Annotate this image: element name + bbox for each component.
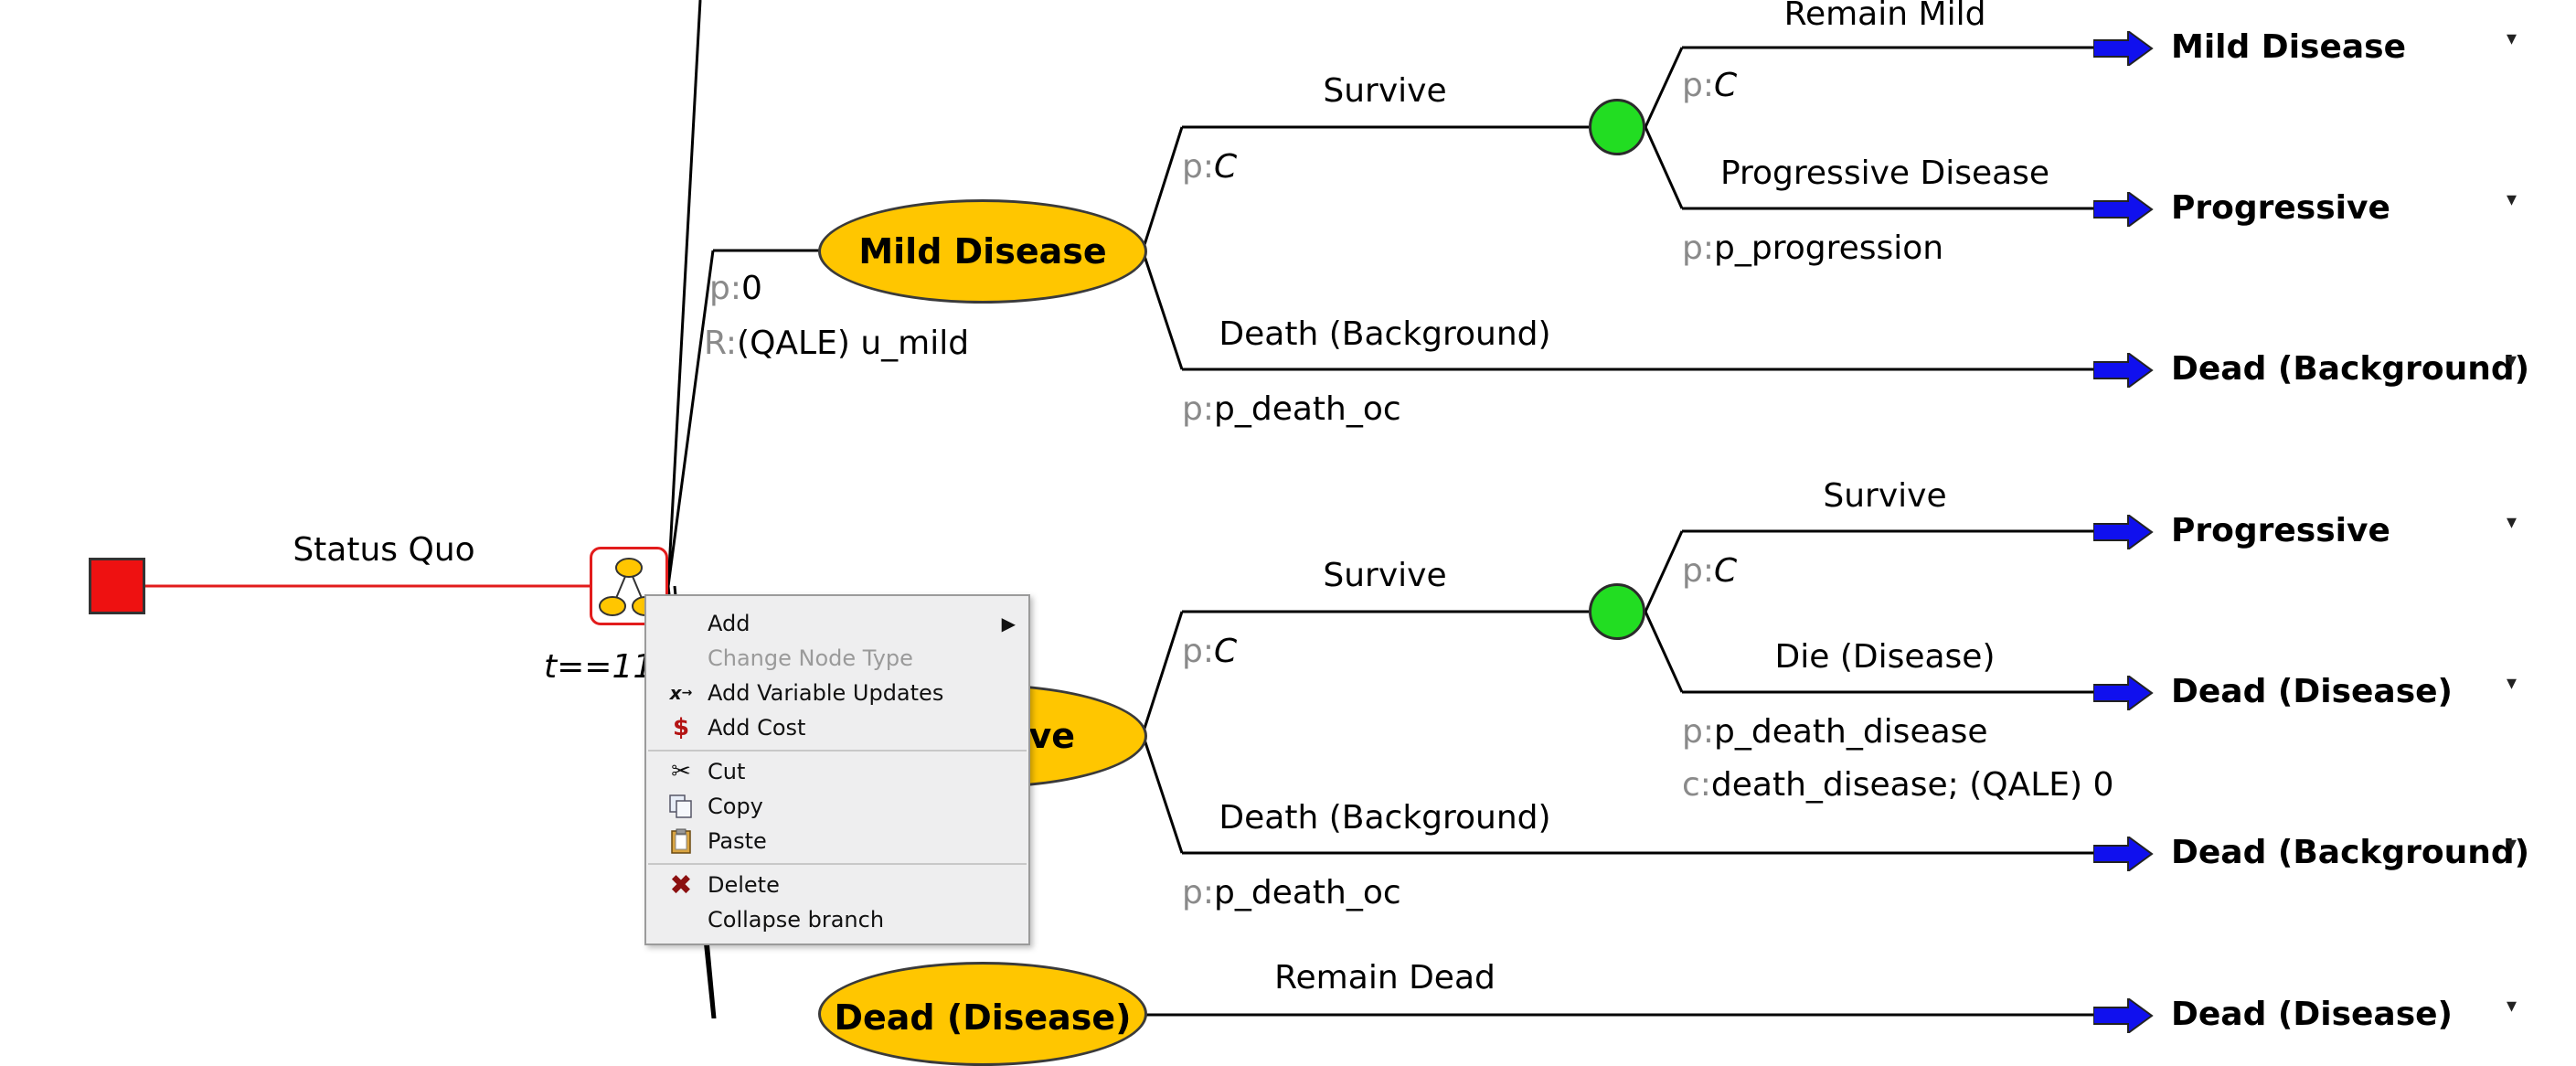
branch-label-remain-mild: Remain Mild bbox=[1783, 0, 1986, 33]
state-name: Mild Disease bbox=[858, 231, 1107, 272]
branch-label-death-background: Death (Background) bbox=[1219, 315, 1551, 353]
decision-node[interactable] bbox=[89, 558, 145, 614]
terminal-dead-disease-2[interactable]: Dead (Disease) bbox=[2171, 996, 2454, 1033]
chevron-down-icon[interactable]: ▾ bbox=[2507, 27, 2517, 50]
branch-label-progressive-disease: Progressive Disease bbox=[1719, 155, 2050, 192]
menu-item-delete[interactable]: ✖ Delete bbox=[646, 869, 1028, 901]
state-reward-mild: R:(QALE) u_mild bbox=[704, 325, 970, 362]
menu-item-collapse-branch[interactable]: Collapse branch bbox=[646, 903, 1028, 934]
scissors-icon: ✂ bbox=[671, 758, 691, 785]
submenu-arrow-icon: ▶ bbox=[1001, 613, 1016, 634]
state-name: ve bbox=[1028, 716, 1075, 756]
state-name: Dead (Disease) bbox=[834, 997, 1132, 1038]
branch-prob-remain-mild: p:C bbox=[1682, 67, 1738, 104]
branch-label-survive: Survive bbox=[1323, 72, 1447, 110]
menu-item-label: Paste bbox=[708, 828, 767, 854]
terminal-mild-disease[interactable]: Mild Disease bbox=[2171, 28, 2407, 66]
terminal-arrow-icon bbox=[2092, 190, 2154, 230]
terminal-arrow-icon bbox=[2092, 997, 2154, 1037]
branch-prob-survive: p:C bbox=[1182, 148, 1238, 186]
menu-item-add-cost[interactable]: $ Add Cost bbox=[646, 711, 1028, 742]
dollar-icon: $ bbox=[672, 714, 690, 741]
branch-prob-survive-2: p:C bbox=[1182, 633, 1238, 670]
menu-separator bbox=[648, 750, 1027, 752]
chevron-down-icon[interactable]: ▾ bbox=[2507, 349, 2517, 372]
terminal-arrow-icon bbox=[2092, 513, 2154, 553]
branch-label-remain-dead: Remain Dead bbox=[1274, 959, 1496, 997]
chevron-down-icon[interactable]: ▾ bbox=[2507, 188, 2517, 211]
menu-item-label: Change Node Type bbox=[708, 645, 913, 671]
terminal-arrow-icon bbox=[2092, 351, 2154, 391]
chevron-down-icon[interactable]: ▾ bbox=[2507, 511, 2517, 534]
menu-item-label: Add Variable Updates bbox=[708, 680, 944, 706]
chevron-down-icon[interactable]: ▾ bbox=[2507, 833, 2517, 856]
branch-prob-death-disease: p:p_death_disease bbox=[1682, 713, 1988, 751]
variable-update-icon: x→ bbox=[669, 682, 693, 704]
terminal-dead-disease[interactable]: Dead (Disease) bbox=[2171, 673, 2454, 710]
terminal-arrow-icon bbox=[2092, 835, 2154, 875]
terminal-arrow-icon bbox=[2092, 29, 2154, 69]
terminal-dead-background-2[interactable]: Dead (Background) bbox=[2171, 834, 2530, 871]
terminal-dead-background[interactable]: Dead (Background) bbox=[2171, 350, 2530, 388]
chevron-down-icon[interactable]: ▾ bbox=[2507, 672, 2517, 695]
chevron-down-icon[interactable]: ▾ bbox=[2507, 995, 2517, 1018]
context-menu: Add ▶ Change Node Type x→ Add Variable U… bbox=[644, 594, 1030, 945]
state-node-dead-disease[interactable]: Dead (Disease) bbox=[818, 962, 1147, 1066]
branch-label-survive-2: Survive bbox=[1323, 557, 1447, 594]
menu-item-label: Copy bbox=[708, 794, 763, 819]
state-prob-mild: p:0 bbox=[709, 270, 762, 307]
menu-item-label: Add bbox=[708, 611, 750, 636]
copy-icon bbox=[666, 792, 696, 821]
branch-prob-survive-3: p:C bbox=[1682, 552, 1738, 590]
menu-item-copy[interactable]: Copy bbox=[646, 790, 1028, 821]
branch-prob-progression: p:p_progression bbox=[1682, 229, 1944, 267]
menu-item-label: Collapse branch bbox=[708, 907, 885, 933]
state-node-mild-disease[interactable]: Mild Disease bbox=[818, 199, 1147, 304]
menu-item-change-node-type: Change Node Type bbox=[646, 642, 1028, 673]
chance-node-progressive-survive[interactable] bbox=[1589, 583, 1645, 640]
terminal-progressive-2[interactable]: Progressive bbox=[2171, 512, 2390, 549]
branch-label-survive-3: Survive bbox=[1823, 477, 1947, 515]
branch-label-status-quo: Status Quo bbox=[293, 531, 475, 569]
clipboard-icon bbox=[666, 826, 696, 856]
branch-prob-death-oc: p:p_death_oc bbox=[1182, 390, 1401, 428]
branch-label-death-background-2: Death (Background) bbox=[1219, 799, 1551, 837]
branch-label-die-disease: Die (Disease) bbox=[1774, 638, 1996, 676]
menu-separator bbox=[648, 863, 1027, 865]
terminal-arrow-icon bbox=[2092, 674, 2154, 714]
menu-item-paste[interactable]: Paste bbox=[646, 825, 1028, 856]
menu-item-add[interactable]: Add ▶ bbox=[646, 607, 1028, 638]
chance-node-mild-survive[interactable] bbox=[1589, 99, 1645, 155]
markov-termination-label: t==11 bbox=[544, 648, 655, 686]
terminal-progressive[interactable]: Progressive bbox=[2171, 189, 2390, 227]
red-x-icon: ✖ bbox=[669, 869, 693, 901]
branch-cost-death-disease: c:death_disease; (QALE) 0 bbox=[1682, 766, 2114, 804]
menu-item-cut[interactable]: ✂ Cut bbox=[646, 755, 1028, 786]
menu-item-label: Add Cost bbox=[708, 715, 806, 741]
menu-item-label: Delete bbox=[708, 872, 780, 898]
menu-item-add-variable-updates[interactable]: x→ Add Variable Updates bbox=[646, 677, 1028, 708]
branch-prob-death-oc-2: p:p_death_oc bbox=[1182, 874, 1401, 911]
menu-item-label: Cut bbox=[708, 759, 746, 784]
